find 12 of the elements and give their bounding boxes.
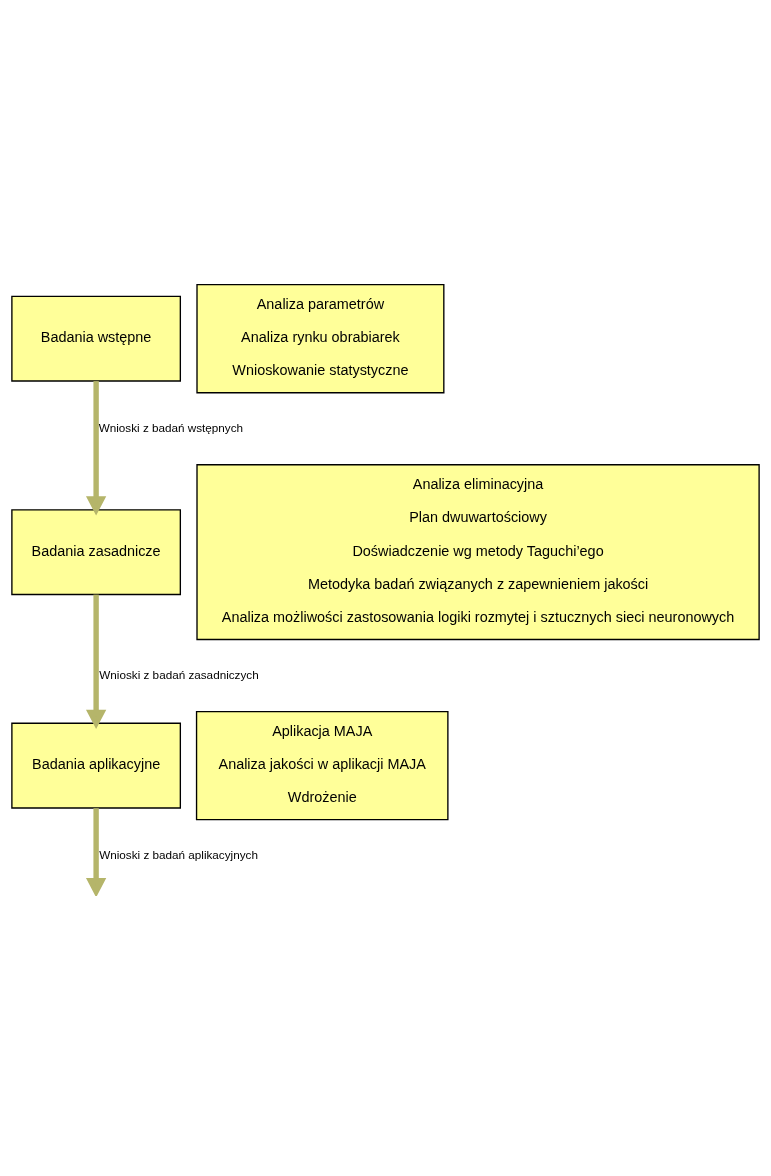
node-box: Analiza eliminacyjna Plan dwuwartościowy Doświadczenie wg metody Taguchi’ego Metodyka badań związanych z zapewnieniem jakości Analiza możliwości zastosowania logiki rozmytej i sztucznych sieci neuronowych [196, 463, 760, 640]
arrow [85, 380, 107, 516]
arrow [85, 594, 107, 729]
edge-label: Wnioski z badań zasadniczych [99, 667, 259, 681]
node-box: Analiza parametrów Analiza rynku obrabiarek Wnioskowanie statystyczne [196, 283, 445, 393]
edge-label: Wnioski z badań aplikacyjnych [99, 847, 258, 861]
node-box: Badania wstępne [11, 295, 181, 382]
node-box: Badania aplikacyjne [11, 722, 181, 809]
edge-label: Wnioski z badań wstępnych [98, 420, 244, 434]
node-box: Aplikacja MAJA Analiza jakości w aplikacji MAJA Wdrożenie [195, 710, 449, 820]
node-box: Badania zasadnicze [11, 508, 181, 595]
arrow [85, 807, 107, 896]
